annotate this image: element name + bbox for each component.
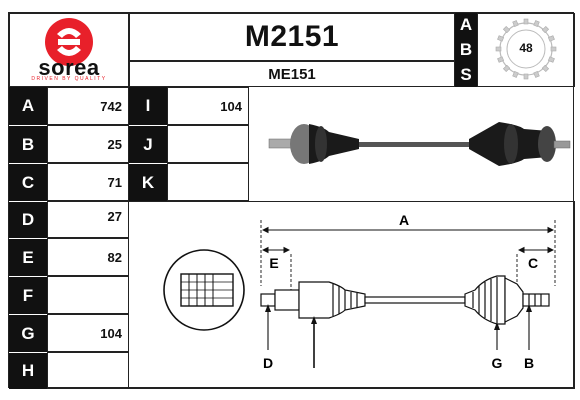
label-g: G — [492, 355, 503, 371]
label-e: E — [269, 255, 278, 271]
spec-sheet: sorea DRIVEN BY QUALITY M2151 ME151 A B … — [8, 12, 575, 389]
logo-s-middle — [58, 39, 80, 45]
abs-gear-cell: 48 — [477, 13, 575, 87]
spec-value-g: 104 — [47, 314, 129, 352]
abs-letter-s: S — [455, 62, 477, 87]
abs-teeth-count: 48 — [519, 41, 533, 55]
spec-value-j — [167, 125, 249, 163]
spec-value-c: 71 — [47, 163, 129, 201]
label-c: C — [528, 255, 538, 271]
label-d: D — [263, 355, 273, 371]
spec-letter-k: K — [129, 163, 167, 201]
logo-cell: sorea DRIVEN BY QUALITY — [9, 13, 129, 87]
spec-letter-c: C — [9, 163, 47, 201]
spec-value-e: 82 — [47, 238, 129, 276]
part-number: M2151 — [129, 13, 455, 61]
spec-value-d: 27 — [47, 201, 129, 238]
logo-wordmark: sorea — [38, 55, 100, 80]
logo-tagline: DRIVEN BY QUALITY — [31, 76, 107, 82]
spec-letter-g: G — [9, 314, 47, 352]
spec-value-f — [47, 276, 129, 314]
abs-letter-a: A — [455, 13, 477, 37]
spec-letter-d: D — [9, 201, 47, 238]
logo-s-bottom — [57, 46, 81, 56]
spec-value-h — [47, 352, 129, 389]
spline-detail — [163, 249, 245, 331]
spec-letter-j: J — [129, 125, 167, 163]
abs-gear-icon — [495, 18, 557, 80]
drive-shaft-photo — [268, 122, 571, 166]
spec-letter-h: H — [9, 352, 47, 389]
shaft-outline — [260, 275, 550, 325]
spec-letter-b: B — [9, 125, 47, 163]
spec-letter-f: F — [9, 276, 47, 314]
spec-value-a: 742 — [47, 87, 129, 125]
label-a: A — [399, 212, 409, 228]
spec-letter-e: E — [9, 238, 47, 276]
spec-value-i: 104 — [167, 87, 249, 125]
sub-reference: ME151 — [129, 61, 455, 87]
spec-value-b: 25 — [47, 125, 129, 163]
diagram-svg: A E C — [163, 212, 556, 371]
spec-letter-i: I — [129, 87, 167, 125]
technical-diagram: A E C — [129, 201, 575, 389]
spec-table-left: A 742 B 25 C 71 D 27 E 82 F G 104 H — [9, 87, 129, 389]
abs-letter-b: B — [455, 37, 477, 62]
label-b: B — [524, 355, 534, 371]
spec-value-k — [167, 163, 249, 201]
logo-s-top — [57, 28, 81, 38]
spec-letter-a: A — [9, 87, 47, 125]
spec-table-right: I 104 J K — [129, 87, 249, 201]
product-photo — [249, 87, 575, 201]
sorea-logo — [45, 18, 93, 66]
